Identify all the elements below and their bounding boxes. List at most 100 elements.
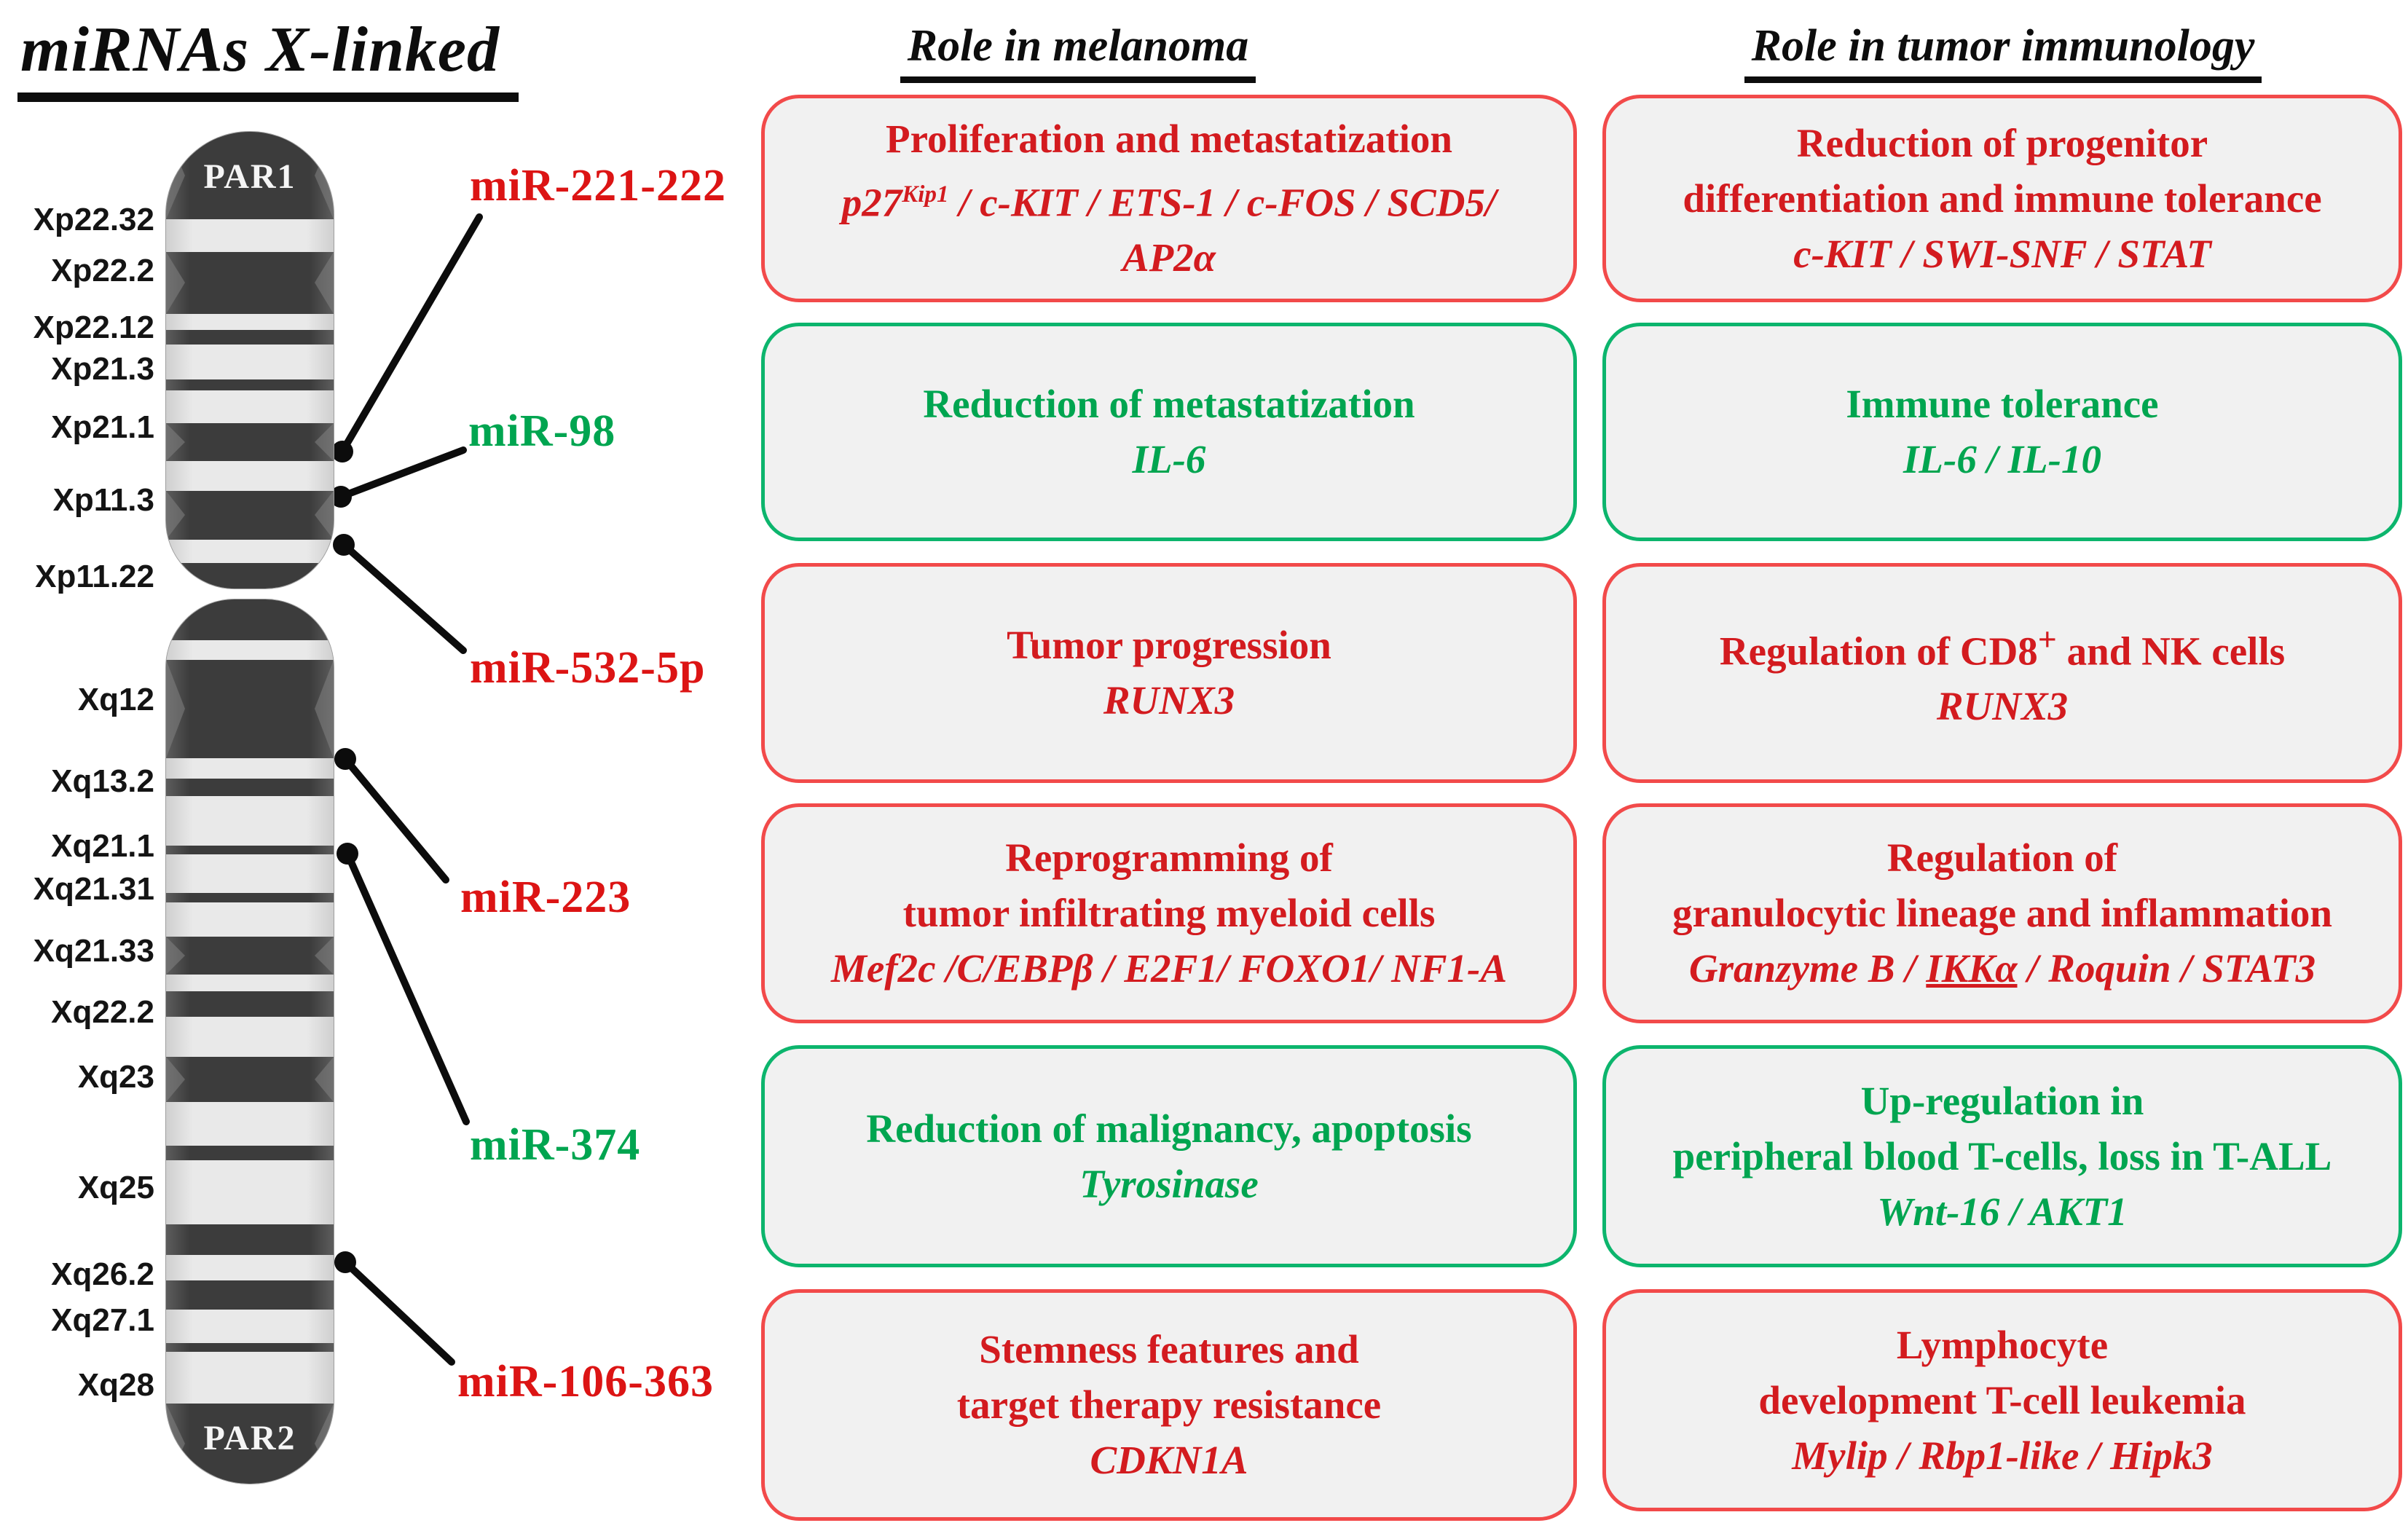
band-label-xq25: Xq25 — [77, 1170, 154, 1205]
band-label-xq12: Xq12 — [77, 682, 154, 717]
chromosome-light-band — [166, 796, 334, 846]
box-title: Reduction of malignancy, apoptosis — [866, 1106, 1472, 1151]
band-bevel — [166, 491, 185, 540]
box-genes: c-KIT / SWI-SNF / STAT — [1793, 231, 2211, 276]
band-bevel — [166, 1404, 185, 1484]
band-label-xp11-3: Xp11.3 — [52, 482, 154, 518]
par2-label: PAR2 — [203, 1419, 296, 1457]
band-label-xq23: Xq23 — [77, 1059, 154, 1095]
band-label-xq21-33: Xq21.33 — [33, 933, 154, 969]
box-genes: AP2α — [1122, 235, 1216, 280]
immunology-box-mir-106-363: Lymphocyte development T-cell leukemia M… — [1602, 1289, 2402, 1511]
anchor-dot-mir-223 — [334, 748, 356, 770]
melanoma-box-mir-532-5p: Tumor progression RUNX3 — [761, 563, 1577, 783]
chromosome-light-band — [166, 1255, 334, 1280]
band-bevel — [166, 252, 185, 314]
box-title: differentiation and immune tolerance — [1683, 176, 2322, 221]
anchor-dot-mir-532-5p — [333, 534, 355, 556]
chromosome-dark-band — [166, 1343, 334, 1352]
chromosome-light-band — [166, 345, 334, 379]
chromosome-light-band — [166, 219, 334, 252]
box-genes: Tyrosinase — [1079, 1161, 1259, 1206]
chromosome-dark-band — [166, 252, 334, 314]
band-bevel — [315, 599, 334, 640]
chromosome-light-band — [166, 1017, 334, 1057]
column-header-melanoma: Role in melanoma — [787, 20, 1369, 83]
chromosome-dark-band — [166, 330, 334, 345]
mirna-label-mir-98: miR-98 — [468, 406, 616, 456]
chromosome-dark-band — [166, 1404, 334, 1484]
anchor-dot-mir-221-222 — [331, 441, 353, 463]
band-bevel — [315, 1057, 334, 1102]
melanoma-box-mir-221-222: Proliferation and metastatization p27Kip… — [761, 95, 1577, 302]
mirna-label-mir-223: miR-223 — [460, 873, 631, 922]
band-label-xq22-2: Xq22.2 — [51, 994, 154, 1030]
band-label-xp11-22: Xp11.22 — [35, 559, 154, 594]
band-label-xq27-1: Xq27.1 — [51, 1302, 154, 1338]
box-title: peripheral blood T-cells, loss in T-ALL — [1672, 1133, 2332, 1178]
band-label-xq13-2: Xq13.2 — [51, 763, 154, 799]
chromosome-light-band — [166, 1102, 334, 1146]
box-genes: IL-6 — [1132, 437, 1206, 481]
chromosome-light-band — [166, 975, 334, 991]
chromosome-light-band — [166, 854, 334, 893]
chromosome-dark-band — [166, 491, 334, 540]
figure-title: miRNAs X-linked — [17, 13, 519, 102]
melanoma-box-mir-374: Reduction of malignancy, apoptosis Tyros… — [761, 1045, 1577, 1267]
box-title: granulocytic lineage and inflammation — [1672, 891, 2332, 935]
chromosome-light-band — [166, 1352, 334, 1404]
band-label-xq28: Xq28 — [77, 1367, 154, 1403]
box-genes: Mef2c /C/EBPβ / E2F1/ FOXO1/ NF1-A — [830, 946, 1508, 991]
box-title: Regulation of CD8+ and NK cells — [1719, 620, 2286, 674]
mirna-label-mir-106-363: miR-106-363 — [457, 1357, 714, 1406]
band-label-xp22-12: Xp22.12 — [33, 310, 154, 345]
box-title: Immune tolerance — [1846, 382, 2159, 426]
mirna-label-mir-532-5p: miR-532-5p — [470, 643, 706, 693]
box-title: Proliferation and metastatization — [885, 116, 1453, 161]
box-genes: p27Kip1 / c-KIT / ETS-1 / c-FOS / SCD5/ — [841, 180, 1497, 225]
chromosome-dark-band — [166, 1280, 334, 1310]
immunology-box-mir-223: Regulation of granulocytic lineage and i… — [1602, 803, 2402, 1023]
chromosome-q-arm: PAR2 — [165, 599, 334, 1484]
band-label-xq21-1: Xq21.1 — [51, 828, 154, 864]
chromosome-light-band — [166, 902, 334, 937]
chromosome-dark-band — [166, 1146, 334, 1160]
immunology-box-mir-98: Immune tolerance IL-6 / IL-10 — [1602, 323, 2402, 541]
chromosome-dark-band — [166, 846, 334, 854]
box-title: Reduction of progenitor — [1796, 120, 2208, 165]
box-genes: CDKN1A — [1090, 1438, 1248, 1482]
band-bevel — [166, 937, 185, 975]
band-bevel — [315, 1404, 334, 1484]
box-genes: Granzyme B / IKKα / Roquin / STAT3 — [1688, 946, 2316, 991]
anchor-dot-mir-98 — [330, 486, 352, 508]
box-genes: Wnt-16 / AKT1 — [1877, 1189, 2128, 1234]
chromosome-dark-band — [166, 991, 334, 1017]
box-title: Reduction of metastatization — [923, 382, 1415, 426]
band-label-xq21-31: Xq21.31 — [33, 871, 154, 907]
anchor-dot-mir-106-363 — [334, 1251, 356, 1273]
band-bevel — [315, 423, 334, 461]
immunology-box-mir-374: Up-regulation in peripheral blood T-cell… — [1602, 1045, 2402, 1267]
chromosome-light-band — [166, 1160, 334, 1224]
band-bevel — [166, 1057, 185, 1102]
x-chromosome-ideogram: PAR1 PAR2 — [165, 131, 334, 1484]
band-bevel — [315, 660, 334, 758]
box-title: Regulation of — [1886, 835, 2118, 880]
box-genes: IL-6 / IL-10 — [1903, 437, 2101, 481]
chromosome-light-band — [166, 390, 334, 423]
chromosome-dark-band — [166, 779, 334, 796]
band-label-xp21-1: Xp21.1 — [51, 409, 154, 445]
box-title: tumor infiltrating myeloid cells — [902, 891, 1436, 935]
chromosome-dark-band — [166, 1224, 334, 1255]
chromosome-light-band — [166, 640, 334, 660]
box-genes: RUNX3 — [1936, 684, 2069, 729]
mirna-label-mir-221-222: miR-221-222 — [470, 161, 726, 210]
chromosome-dark-band — [166, 132, 334, 219]
chromosome-dark-band — [166, 563, 334, 589]
band-bevel — [315, 937, 334, 975]
chromosome-light-band — [166, 461, 334, 491]
box-title: Up-regulation in — [1860, 1078, 2144, 1123]
column-header-immunology: Role in tumor immunology — [1610, 20, 2396, 83]
box-title: Reprogramming of — [1005, 835, 1333, 880]
